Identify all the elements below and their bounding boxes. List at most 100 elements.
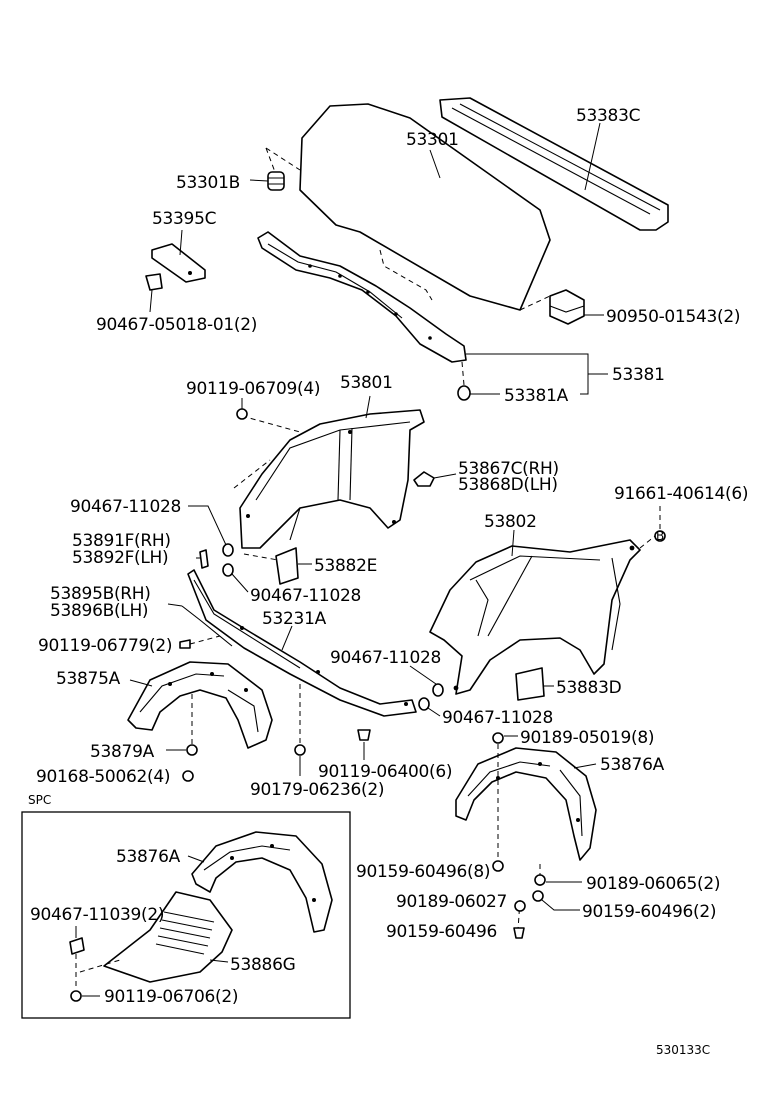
screw-06779-part — [179, 639, 191, 649]
clip-11028-d-part — [418, 697, 430, 711]
label-53882E: 53882E — [314, 556, 377, 576]
screw-60496-b-part — [532, 890, 544, 902]
label-53879A: 53879A — [90, 742, 155, 762]
screw-60496-c-part — [513, 927, 525, 939]
label-90950-01543: 90950-01543(2) — [606, 307, 740, 327]
leader-90467-11028-b — [231, 573, 249, 593]
label-90189-06027: 90189-06027 — [396, 892, 507, 912]
leader-53875A — [129, 679, 153, 687]
hood-bracket-part — [151, 243, 206, 283]
label-53301: 53301 — [406, 130, 459, 150]
leader-53383C — [584, 122, 601, 191]
leader-53395C — [179, 229, 183, 256]
leader-53801 — [365, 395, 371, 419]
label-91661-40614: 91661-40614(6) — [614, 484, 748, 504]
clip-11028-b-part — [222, 563, 234, 577]
clip-05018-part — [145, 273, 163, 291]
hood-stopper-part — [549, 289, 585, 325]
nut-50062-part — [182, 770, 194, 782]
label-53875A: 53875A — [56, 669, 121, 689]
label-53891F: 53891F(RH) — [72, 531, 171, 551]
bolt-40614-part: B — [654, 529, 666, 543]
leader-53895B — [167, 603, 183, 607]
spc-fender-liner-part — [191, 831, 333, 933]
apron-dashed-2 — [233, 459, 271, 489]
clip-53879A-part — [186, 744, 198, 756]
label-90467-05018: 90467-05018-01(2) — [96, 315, 257, 335]
right-fender-liner-part — [455, 747, 597, 861]
spc-louver-panel-part — [103, 891, 233, 983]
hood-cushion-part — [267, 171, 285, 191]
apron-cover-part — [413, 471, 435, 487]
left-fender-liner-part — [127, 661, 273, 749]
label-53383C: 53383C — [576, 106, 640, 126]
label-90467-11039: 90467-11039(2) — [30, 905, 164, 925]
nut-06065-part — [534, 874, 546, 886]
label-90467-11028-a: 90467-11028 — [70, 497, 181, 517]
label-53896B: 53896B(LH) — [50, 601, 148, 621]
label-53892F: 53892F(LH) — [72, 548, 168, 568]
leader-90467-11028-d — [427, 707, 441, 717]
leader-53301B — [249, 179, 269, 182]
clip-11039-part — [69, 937, 85, 955]
leader-53231A — [281, 625, 293, 651]
label-53867C: 53867C(RH) — [458, 459, 559, 479]
bolt-06709-part — [236, 408, 248, 420]
label-90159-60496-a: 90159-60496(8) — [356, 862, 490, 882]
apron-dashed-1 — [241, 415, 301, 433]
hood-frame-dashed — [379, 249, 433, 301]
label-53886G: 53886G — [230, 955, 295, 975]
screw-60496-a-part — [492, 860, 504, 872]
label-90119-06706: 90119-06706(2) — [104, 987, 238, 1007]
label-90119-06400: 90119-06400(6) — [318, 762, 452, 782]
leader-90467-05018 — [149, 289, 153, 313]
lower-valance-part — [187, 569, 417, 717]
nut-06027-part — [514, 900, 526, 912]
fender-plate-part — [515, 667, 545, 701]
label-53802: 53802 — [484, 512, 537, 532]
leader-53876A-b — [187, 855, 205, 863]
apron-strip-part — [181, 605, 233, 647]
label-53876A-b: 53876A — [116, 847, 181, 867]
label-90119-06709: 90119-06709(4) — [186, 379, 320, 399]
label-53868D: 53868D(LH) — [458, 475, 558, 495]
spc-dashed — [79, 959, 121, 973]
screw-dashed — [189, 635, 221, 645]
leader-53867C — [433, 473, 457, 479]
leader-90467-11028-a — [188, 505, 227, 546]
label-spc: SPC — [28, 793, 51, 807]
leader-53886G — [209, 959, 229, 963]
diagram-reference-code: 530133C — [656, 1043, 710, 1057]
label-90179-06236: 90179-06236(2) — [250, 780, 384, 800]
clip-11028-c-part — [432, 683, 444, 697]
nut-06236-part — [294, 744, 306, 756]
hood-dashed-line-1 — [265, 147, 301, 171]
label-90159-60496-c: 90159-60496 — [386, 922, 497, 942]
nut-05019-part — [492, 732, 504, 744]
label-53381A: 53381A — [504, 386, 569, 406]
bolt-06400-part — [357, 729, 371, 741]
leader-90467-11028-c — [409, 665, 437, 685]
clip-53381A-part — [457, 385, 471, 401]
label-53381: 53381 — [612, 365, 665, 385]
label-53876A-a: 53876A — [600, 755, 665, 775]
label-90189-05019: 90189-05019(8) — [520, 728, 654, 748]
label-53395C: 53395C — [152, 209, 216, 229]
leader-90159-60496-b — [541, 899, 580, 911]
label-53883D: 53883D — [556, 678, 622, 698]
label-90189-06065: 90189-06065(2) — [586, 874, 720, 894]
apron-molding-part — [199, 549, 209, 569]
clip-11028-a-part — [222, 543, 234, 557]
label-53801: 53801 — [340, 373, 393, 393]
leader-53301 — [429, 149, 441, 179]
hood-seal-part — [439, 97, 669, 231]
plate-dashed — [243, 553, 279, 561]
label-90159-60496-b: 90159-60496(2) — [582, 902, 716, 922]
hood-reinforcement-part — [257, 231, 467, 363]
svg-text:B: B — [656, 529, 664, 543]
label-90467-11028-d: 90467-11028 — [442, 708, 553, 728]
label-90467-11028-b: 90467-11028 — [250, 586, 361, 606]
leader-53876A-a — [573, 763, 597, 769]
hood-panel-part — [299, 103, 551, 311]
